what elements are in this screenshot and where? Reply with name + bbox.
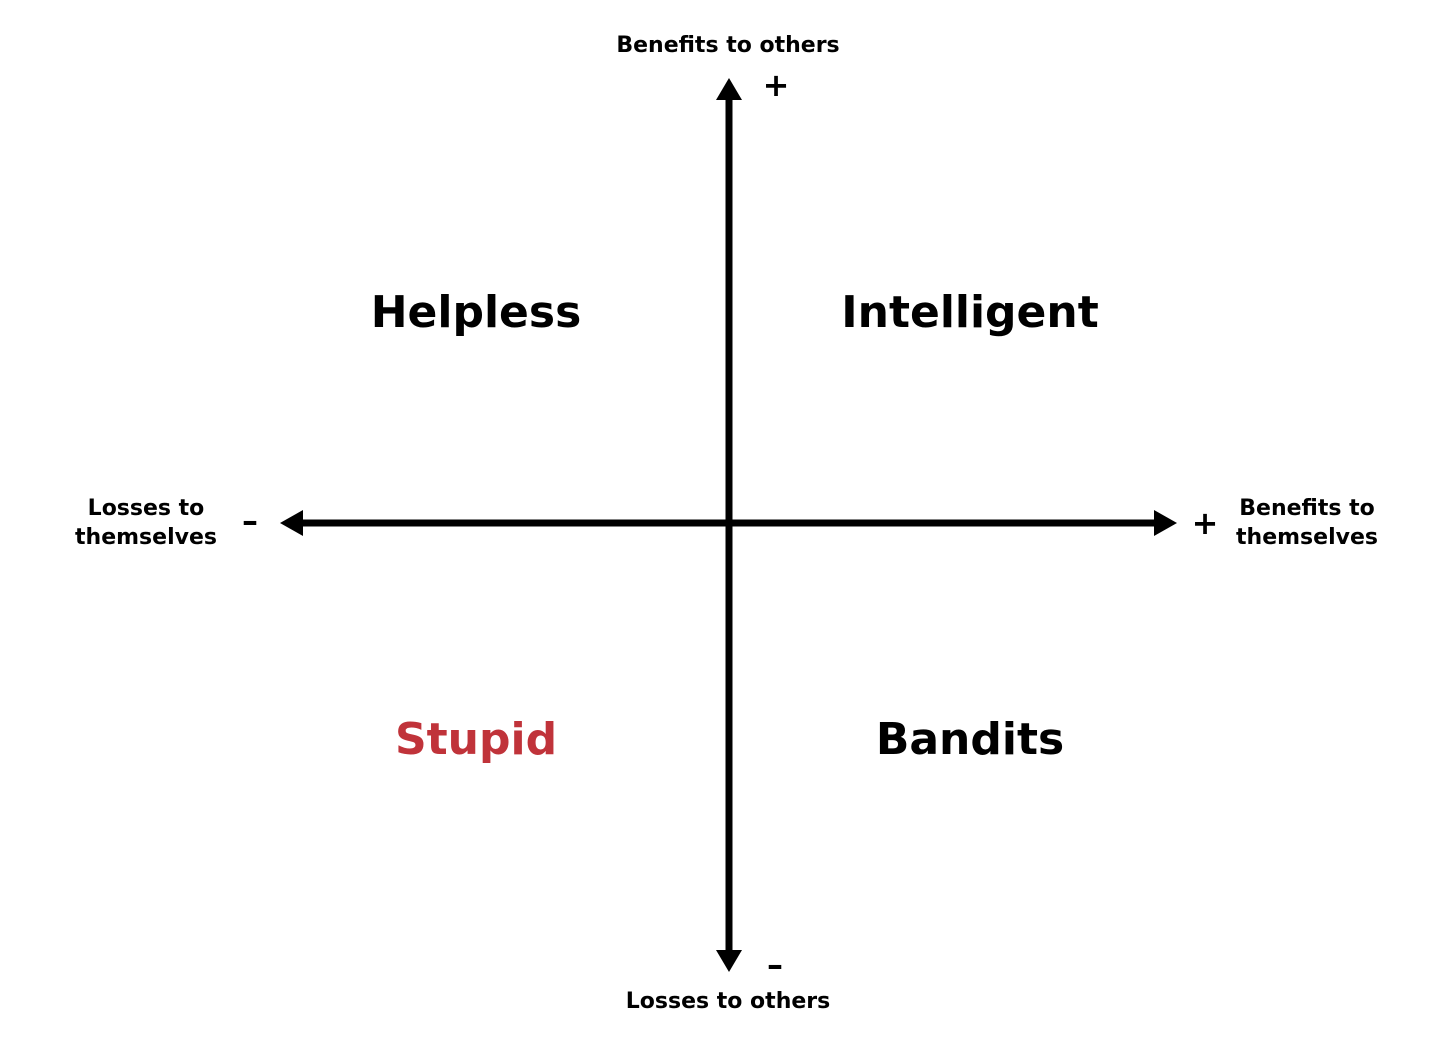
right-plus-sign: + — [1191, 504, 1219, 542]
right-axis-label-line2: themselves — [1236, 525, 1378, 550]
left-axis-label-line2: themselves — [75, 525, 217, 550]
vertical-axis-down-arrow — [716, 950, 742, 972]
left-axis-label-line1: Losses to — [87, 496, 205, 521]
right-axis-label-line1: Benefits to — [1239, 496, 1375, 521]
bottom-axis-label: Losses to others — [625, 989, 831, 1014]
horizontal-axis-left-arrow — [280, 510, 303, 536]
bottom-minus-sign: – — [767, 946, 783, 984]
quadrant-bandits: Bandits — [875, 714, 1065, 765]
quadrant-helpless: Helpless — [370, 287, 582, 338]
quadrant-stupid: Stupid — [394, 714, 558, 765]
quadrant-intelligent: Intelligent — [841, 287, 1099, 338]
left-minus-sign: – — [242, 502, 258, 540]
vertical-axis-up-arrow — [716, 78, 742, 100]
horizontal-axis-right-arrow — [1154, 510, 1177, 536]
top-axis-label: Benefits to others — [616, 33, 840, 58]
left-axis-label: Losses to themselves — [75, 494, 217, 552]
right-axis-label: Benefits to themselves — [1236, 494, 1378, 552]
top-plus-sign: + — [762, 66, 790, 104]
